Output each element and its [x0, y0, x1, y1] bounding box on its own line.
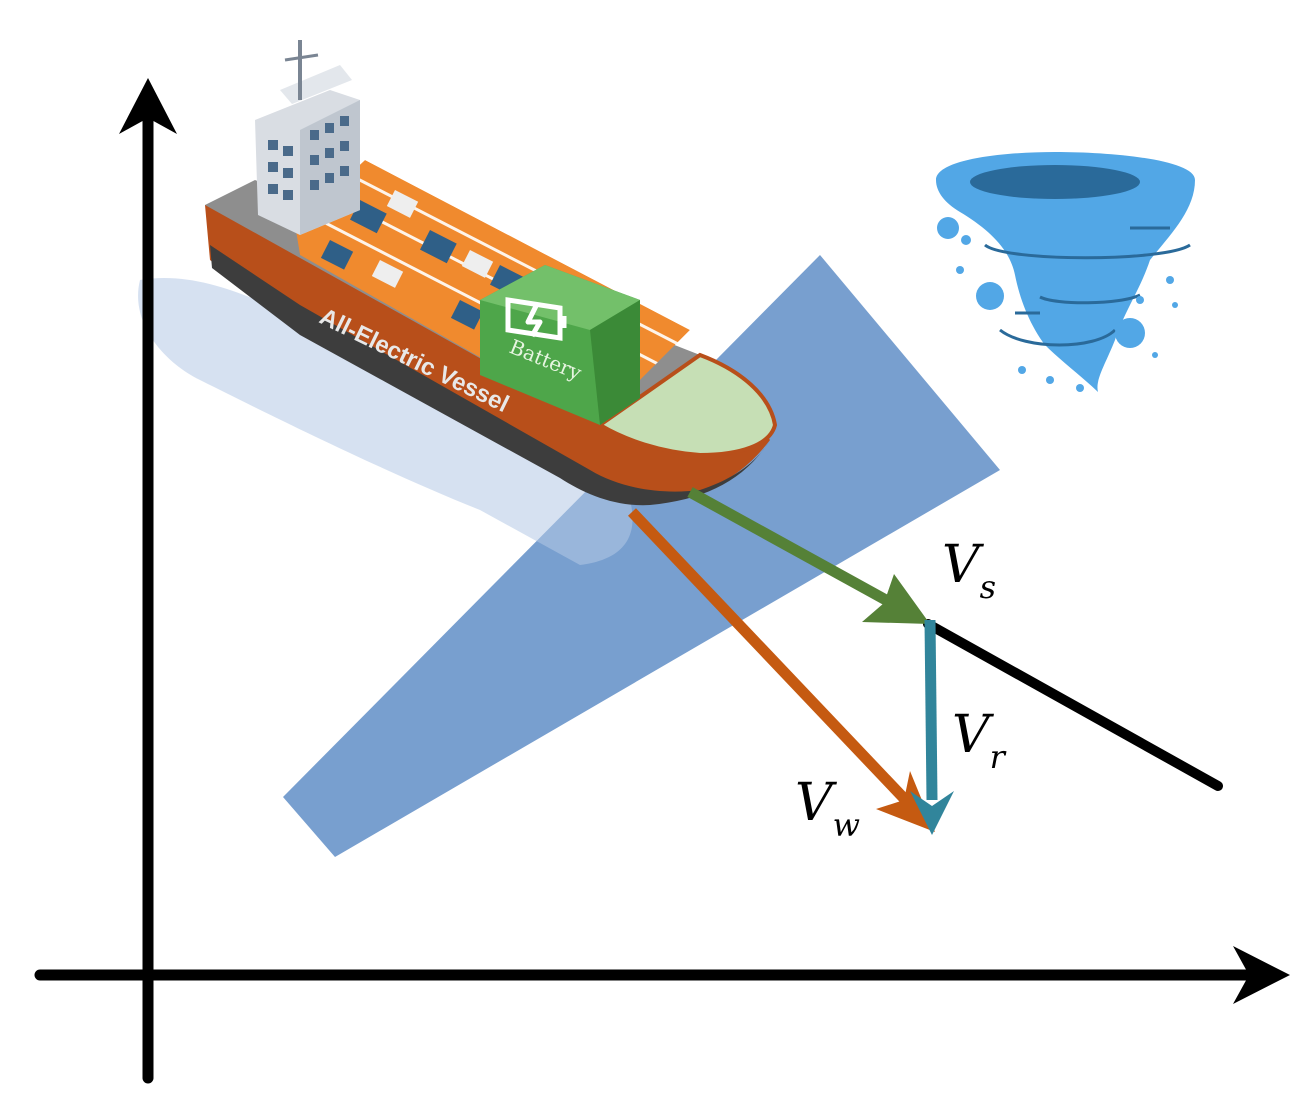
vw-label: Vw	[795, 773, 860, 844]
battery-charging-icon	[505, 297, 567, 341]
battery-container: Battery	[480, 265, 640, 425]
ship-shadow	[138, 278, 633, 565]
relative-motion-line	[923, 619, 1223, 791]
vw-arrowhead	[876, 771, 935, 832]
x-axis-arrowhead	[1233, 946, 1290, 1004]
vw-arrow	[628, 508, 919, 814]
container-ship-icon: All-Electric Vessel	[205, 40, 778, 506]
vr-arrow	[924, 619, 938, 801]
velocity-vectors	[628, 487, 954, 835]
coordinate-axes	[34, 78, 1290, 1084]
vr-arrowhead	[910, 791, 954, 835]
y-axis-arrowhead	[119, 78, 177, 134]
vs-arrow	[687, 487, 898, 610]
ship-bow	[596, 352, 778, 458]
ship-bridge	[255, 40, 360, 235]
tornado-icon	[936, 152, 1195, 392]
vs-label: Vs	[942, 535, 996, 606]
vr-label: Vr	[952, 705, 1007, 776]
vs-arrowhead	[862, 574, 930, 624]
collision-risk-sector	[283, 255, 1000, 857]
